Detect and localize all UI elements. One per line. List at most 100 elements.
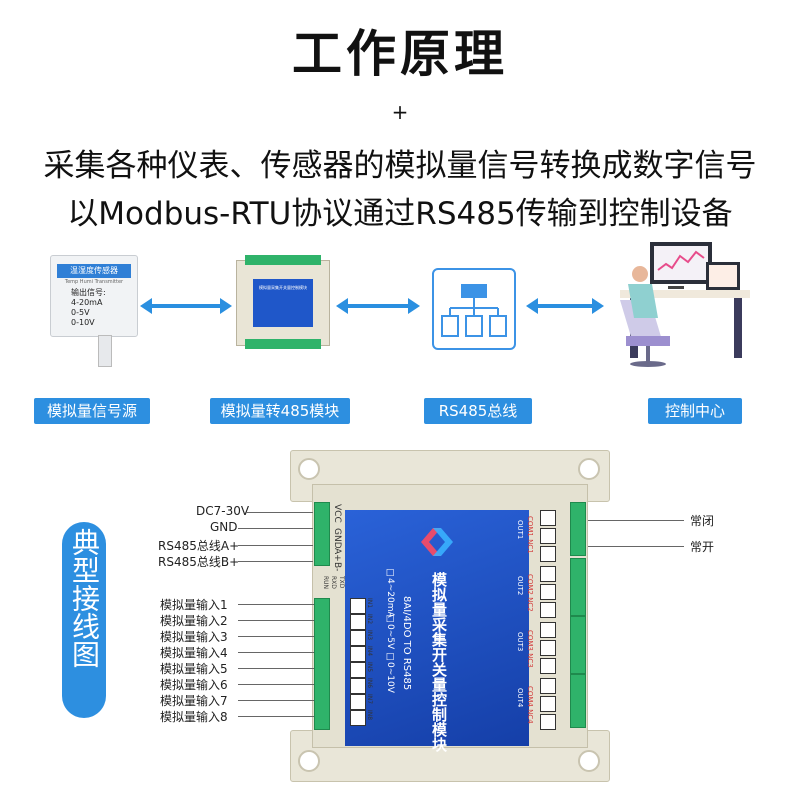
typical-wiring-badge: 典型接线图 bbox=[62, 522, 106, 718]
input-label: IN7 bbox=[366, 694, 373, 705]
input-wire-box bbox=[350, 598, 366, 614]
plus-sign: + bbox=[391, 100, 409, 124]
page-title: 工作原理 bbox=[292, 25, 508, 83]
sensor-spec-title: 输出信号: bbox=[71, 288, 106, 297]
sensor-spec: 输出信号: 4-20mA 0-5V 0-10V bbox=[71, 288, 106, 328]
output-label: OUT4 bbox=[516, 688, 524, 708]
input-wire-box bbox=[350, 614, 366, 630]
device-image: VCC GND A+ B- TXD RXD RUN 模拟量采集开关量控制模块 8… bbox=[290, 450, 610, 782]
wire-line bbox=[245, 512, 313, 513]
terminal-block bbox=[245, 339, 321, 349]
input-wire-box bbox=[350, 662, 366, 678]
brand-logo-icon bbox=[421, 528, 453, 556]
input-terminal-block bbox=[314, 598, 330, 730]
output-wire-box bbox=[540, 696, 556, 712]
wiring-label-rs485-a: RS485总线A+ bbox=[158, 539, 240, 553]
panel-title: 模拟量采集开关量控制模块 bbox=[430, 572, 448, 752]
wiring-label-nc: 常闭 bbox=[690, 514, 715, 528]
wire-line bbox=[238, 545, 313, 546]
module-body: 模拟量采集开关量控制模块 bbox=[236, 255, 330, 349]
panel-model: 8AI/4DO TO RS485 bbox=[401, 596, 412, 691]
input-wire-box bbox=[350, 678, 366, 694]
wiring-label-input: 模拟量输入1 bbox=[160, 598, 228, 612]
wire-line bbox=[238, 684, 314, 685]
output-label: OUT3 bbox=[516, 632, 524, 652]
device-panel: 模拟量采集开关量控制模块 8AI/4DO TO RS485 □4~20mA □0… bbox=[345, 510, 529, 752]
wiring-label-input: 模拟量输入2 bbox=[160, 614, 228, 628]
output-wire-box bbox=[540, 602, 556, 618]
input-wire-box bbox=[350, 694, 366, 710]
wire-line bbox=[238, 620, 314, 621]
output-label: OUT1 bbox=[516, 520, 524, 540]
pin-label-b: B- bbox=[332, 562, 342, 572]
range-option: □4~20mA bbox=[385, 568, 395, 618]
pin-label-gnd: GND bbox=[332, 528, 342, 549]
wiring-label-input: 模拟量输入5 bbox=[160, 662, 228, 676]
input-label: IN4 bbox=[366, 646, 373, 657]
input-label: IN1 bbox=[366, 598, 373, 609]
arrow-icon bbox=[526, 298, 604, 314]
module-panel-text: 模拟量采集开关量控制模块 bbox=[259, 285, 307, 290]
relay-label: COM1 NC1 bbox=[526, 516, 534, 554]
range-option: □0~10V bbox=[385, 652, 395, 693]
output-wire-box bbox=[540, 584, 556, 600]
wiring-label-input: 模拟量输入4 bbox=[160, 646, 228, 660]
wiring-label-no: 常开 bbox=[690, 540, 715, 554]
pin-label-vcc: VCC bbox=[332, 504, 342, 523]
input-label: IN2 bbox=[366, 614, 373, 625]
led-label-run: RUN bbox=[322, 576, 329, 590]
flow-label-module: 模拟量转485模块 bbox=[210, 398, 350, 424]
wiring-label-input: 模拟量输入3 bbox=[160, 630, 228, 644]
wire-line bbox=[238, 716, 314, 717]
output-wire-box bbox=[540, 658, 556, 674]
relay-label: COM2 NC2 bbox=[526, 574, 534, 612]
relay-label: COM4 NC4 bbox=[526, 686, 534, 724]
wiring-label-input: 模拟量输入7 bbox=[160, 694, 228, 708]
input-label: IN8 bbox=[366, 710, 373, 721]
sensor-probe bbox=[98, 335, 112, 367]
output-wire-box bbox=[540, 622, 556, 638]
sensor-spec-item: 0-10V bbox=[71, 318, 95, 327]
relay-terminal-block bbox=[570, 674, 586, 728]
network-icon bbox=[432, 268, 516, 350]
flow-label-rs485: RS485总线 bbox=[424, 398, 532, 424]
arrow-icon bbox=[336, 298, 420, 314]
wire-line bbox=[238, 652, 314, 653]
sensor-housing: 温湿度传感器 Temp Humi Transmitter 输出信号: 4-20m… bbox=[50, 255, 138, 337]
wire-line bbox=[238, 561, 313, 562]
output-wire-box bbox=[540, 678, 556, 694]
wiring-label-rs485-b: RS485总线B+ bbox=[158, 555, 240, 569]
relay-label: COM3 NC3 bbox=[526, 630, 534, 668]
terminal-block bbox=[245, 255, 321, 265]
wire-line bbox=[588, 520, 684, 521]
wire-line bbox=[238, 700, 314, 701]
mounting-hole bbox=[578, 750, 600, 772]
led-label-rxd: RXD bbox=[330, 576, 337, 589]
module-panel: 模拟量采集开关量控制模块 bbox=[253, 279, 313, 327]
sensor-spec-item: 4-20mA bbox=[71, 298, 103, 307]
sensor-spec-item: 0-5V bbox=[71, 308, 90, 317]
input-wire-box bbox=[350, 630, 366, 646]
output-wire-box bbox=[540, 566, 556, 582]
sensor-image: 温湿度传感器 Temp Humi Transmitter 输出信号: 4-20m… bbox=[50, 255, 138, 367]
input-label: IN5 bbox=[366, 662, 373, 673]
arrow-icon bbox=[140, 298, 232, 314]
input-label: IN6 bbox=[366, 678, 373, 689]
input-wire-box bbox=[350, 646, 366, 662]
input-wire-box bbox=[350, 710, 366, 726]
mounting-hole bbox=[578, 458, 600, 480]
control-center-image bbox=[610, 240, 760, 370]
output-label: OUT2 bbox=[516, 576, 524, 596]
range-option: □0~5V bbox=[385, 614, 395, 650]
led-label-txd: TXD bbox=[338, 576, 345, 589]
output-wire-box bbox=[540, 510, 556, 526]
wiring-label-input: 模拟量输入6 bbox=[160, 678, 228, 692]
wiring-label-input: 模拟量输入8 bbox=[160, 710, 228, 724]
wiring-label-power: DC7-30V bbox=[196, 504, 250, 518]
wire-line bbox=[238, 668, 314, 669]
power-terminal-block bbox=[314, 502, 330, 566]
wire-line bbox=[588, 546, 684, 547]
flow-label-control-center: 控制中心 bbox=[648, 398, 742, 424]
sensor-band: 温湿度传感器 bbox=[57, 264, 131, 278]
wire-line bbox=[238, 636, 314, 637]
